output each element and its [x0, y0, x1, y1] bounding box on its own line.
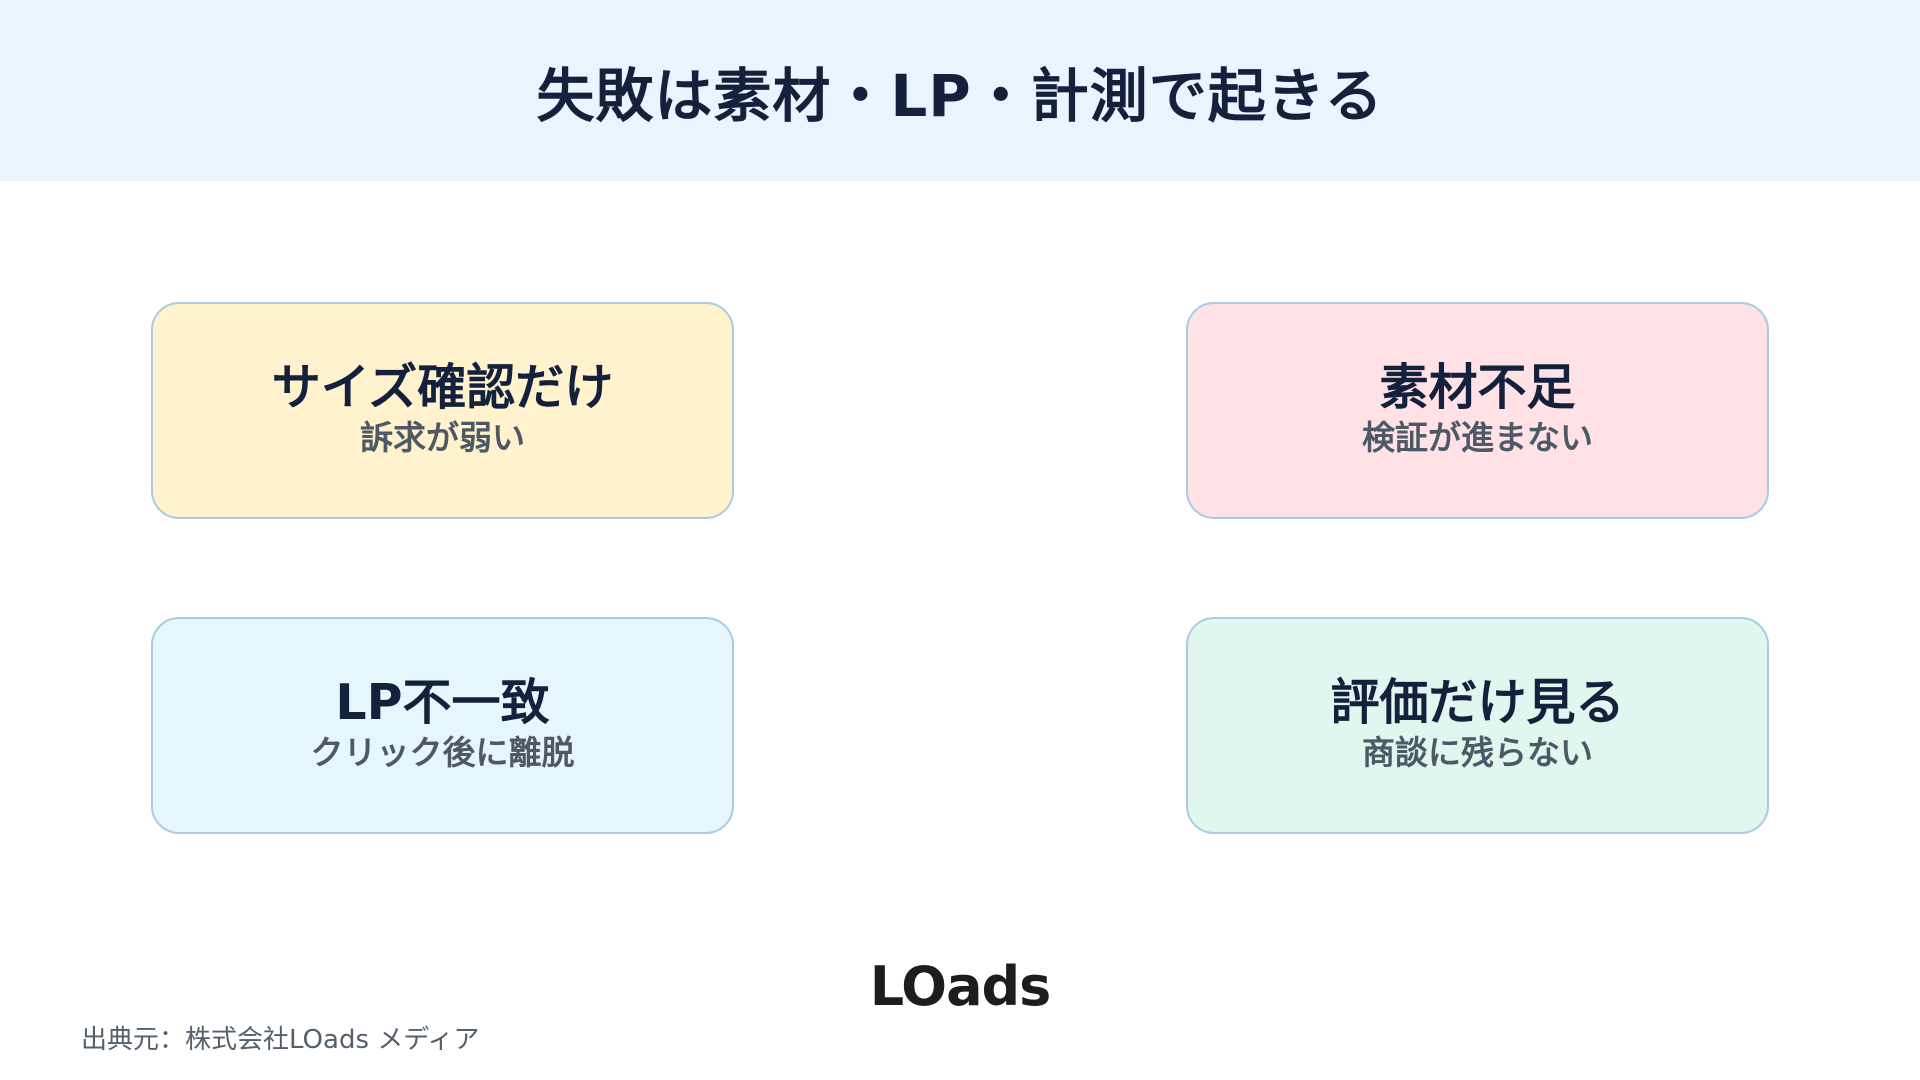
card-evaluation-only: 評価だけ見る 商談に残らない — [1186, 617, 1769, 834]
loads-logo: LOads — [869, 955, 1052, 1018]
card-title: LP不一致 — [335, 674, 550, 732]
page-title: 失敗は素材・LP・計測で起きる — [536, 61, 1384, 130]
card-material-shortage: 素材不足 検証が進まない — [1186, 302, 1769, 519]
card-title: サイズ確認だけ — [271, 359, 614, 417]
card-subtitle: 訴求が弱い — [360, 418, 525, 457]
card-subtitle: 検証が進まない — [1362, 418, 1593, 457]
card-subtitle: クリック後に離脱 — [310, 733, 575, 772]
card-subtitle: 商談に残らない — [1362, 733, 1593, 772]
header-banner: 失敗は素材・LP・計測で起きる — [0, 0, 1920, 181]
card-title: 評価だけ見る — [1330, 674, 1625, 732]
card-size-check: サイズ確認だけ 訴求が弱い — [151, 302, 734, 519]
card-lp-mismatch: LP不一致 クリック後に離脱 — [151, 617, 734, 834]
source-caption: 出典元：株式会社LOads メディア — [81, 1025, 480, 1055]
card-title: 素材不足 — [1379, 359, 1576, 417]
